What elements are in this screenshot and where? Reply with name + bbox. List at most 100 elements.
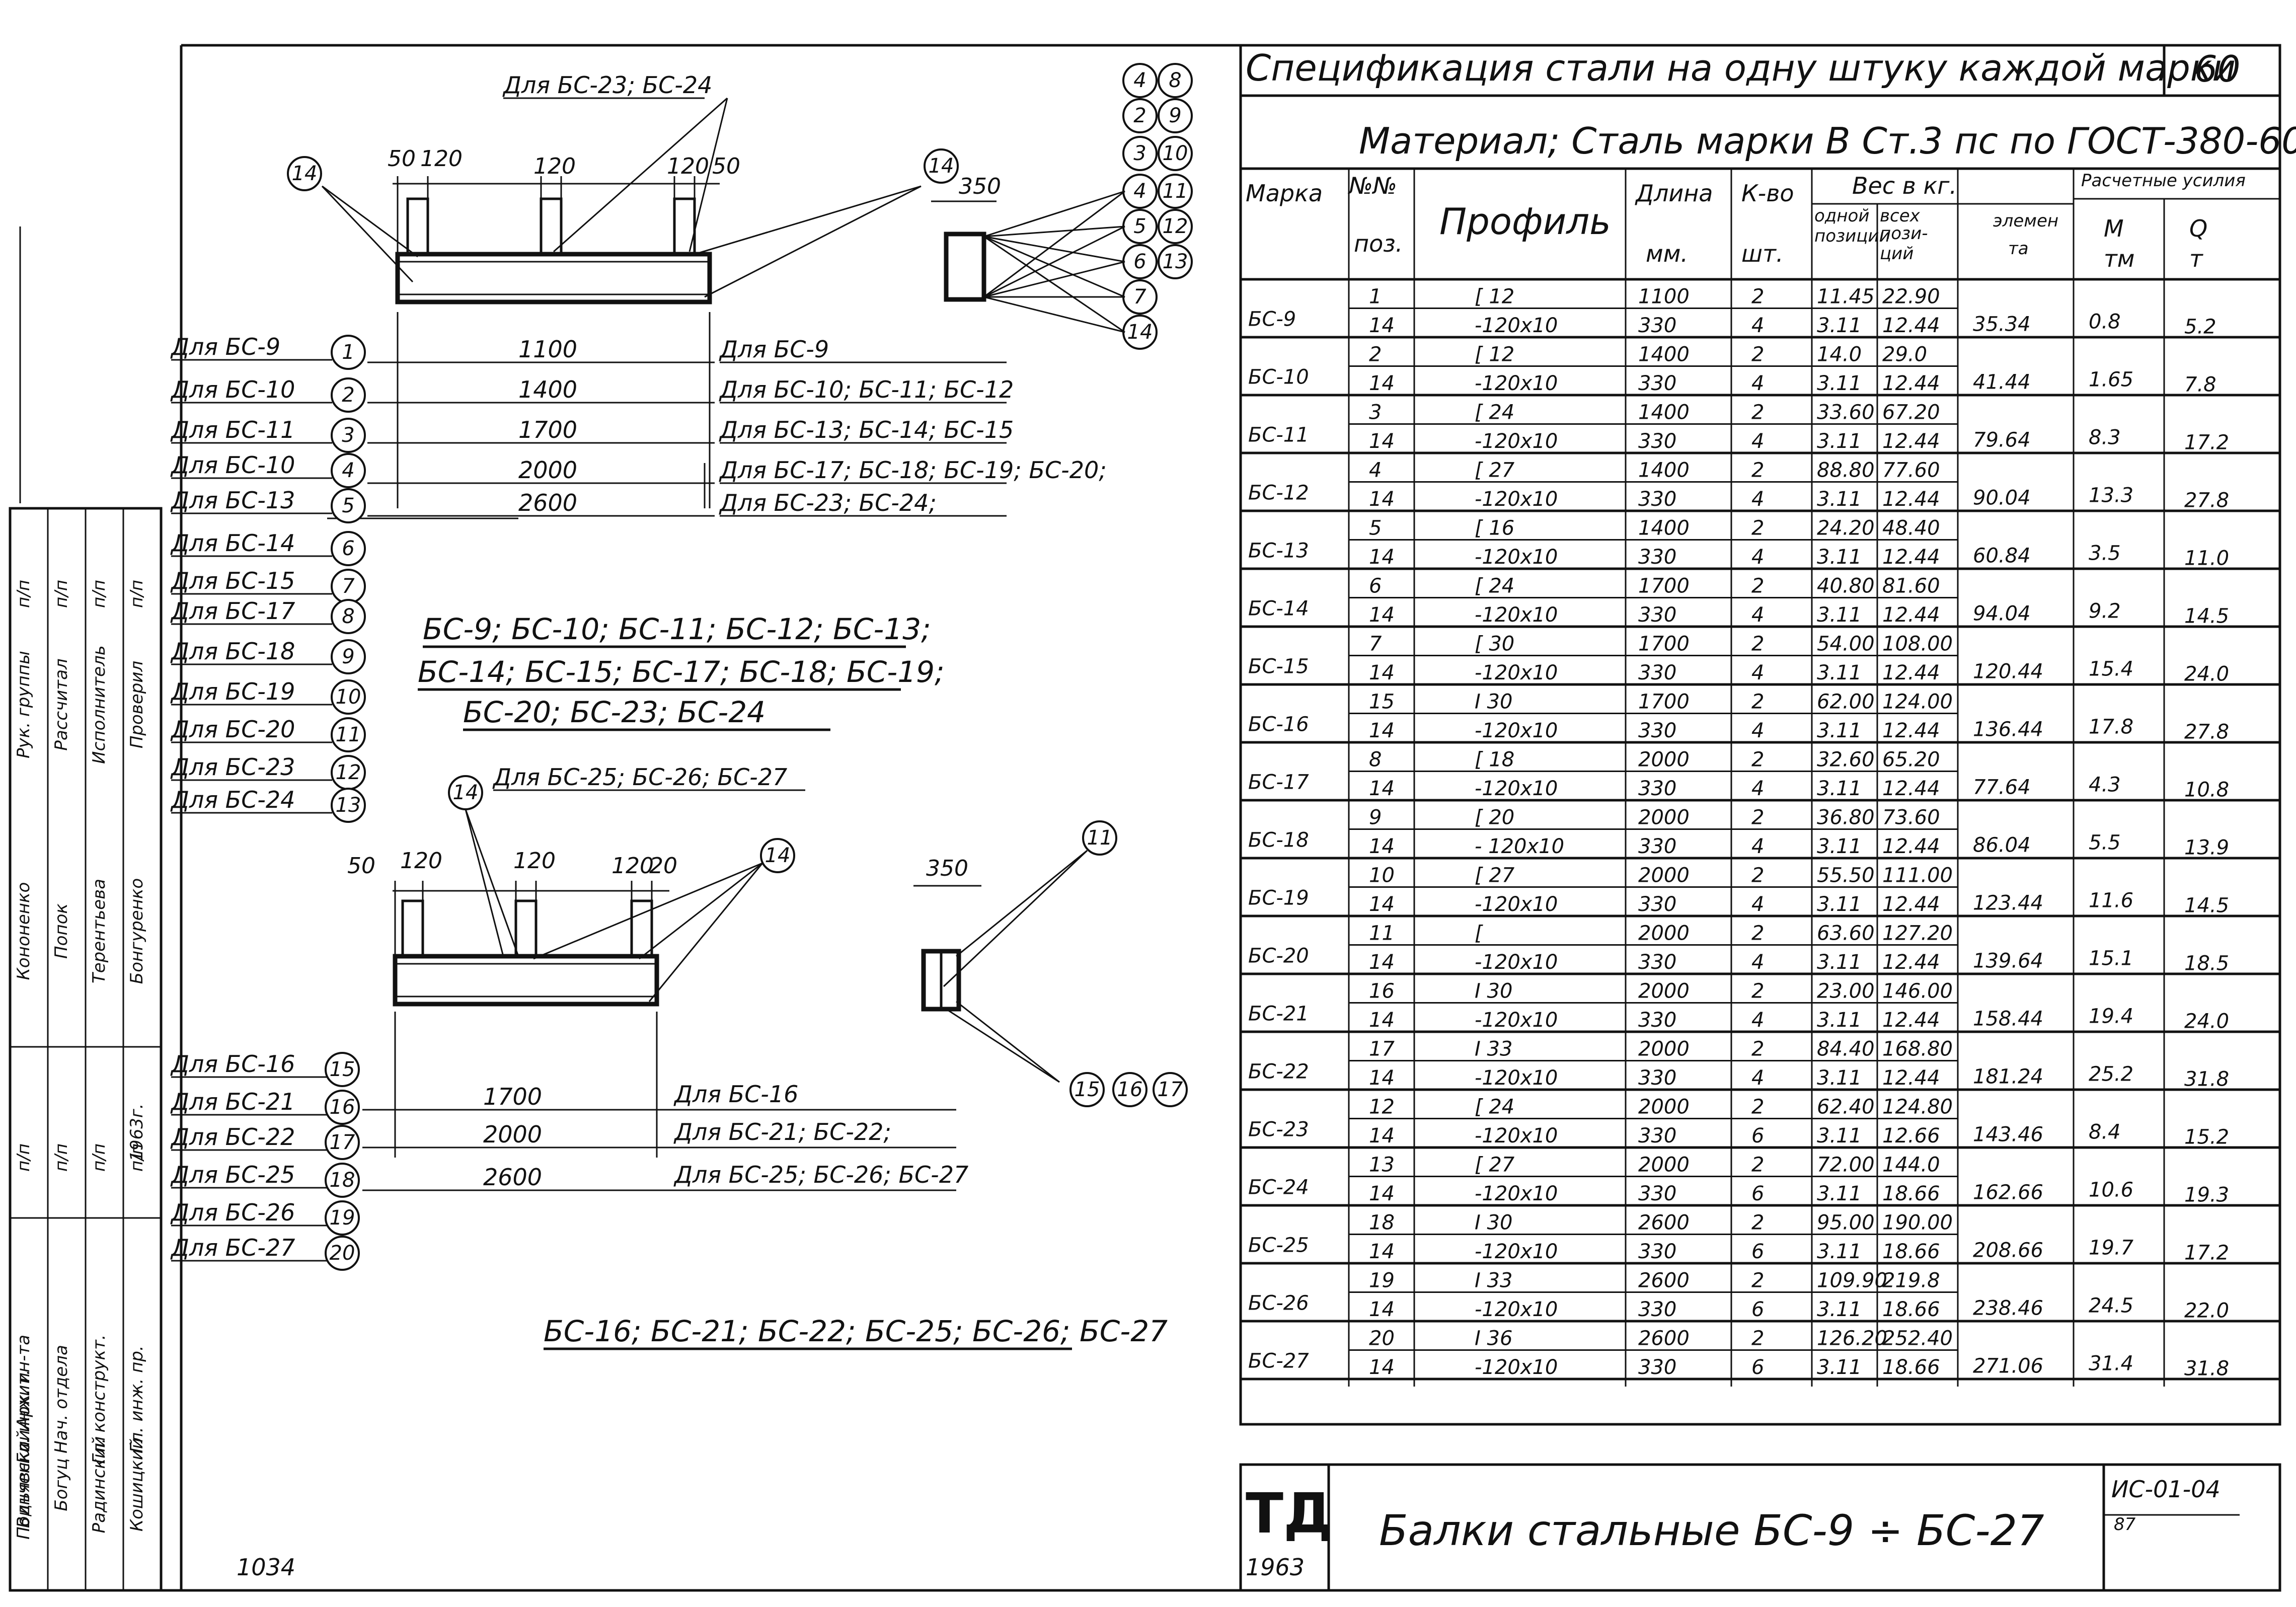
spec-qty: 2 — [1751, 459, 1764, 482]
hdr-q-1: Q — [2189, 215, 2207, 242]
position-circle-ring — [331, 599, 366, 634]
bottom-caption: БС-16; БС-21; БС-22; БС-25; БС-26; БС-27 — [544, 1314, 1168, 1350]
spec-one-weight: 3.11 — [1817, 1356, 1862, 1379]
spec-profile: [ 30 — [1475, 633, 1514, 656]
spec-moment: 19.7 — [2089, 1237, 2134, 1260]
position-circle: 8 — [1169, 69, 1181, 92]
caption-line-1: БС-9; БС-10; БС-11; БС-12; БС-13; — [423, 612, 931, 646]
spec-moment: 3.5 — [2089, 542, 2121, 565]
position-circle: 14 — [1127, 321, 1153, 344]
position-circle-ring — [924, 148, 959, 184]
logo-year: 1963 — [1246, 1554, 1305, 1581]
spec-length: 330 — [1638, 777, 1676, 800]
spec-qty: 2 — [1751, 691, 1764, 714]
position-circle: 13 — [336, 794, 361, 817]
material-line: Материал; Сталь марки В Ст.3 пс по ГОСТ-… — [1359, 120, 2296, 162]
stamp-sign: п/п — [127, 1143, 147, 1172]
spec-mark: БС-12 — [1248, 482, 1309, 505]
spec-all-weight: 18.66 — [1882, 1298, 1940, 1321]
spec-all-weight: 12.44 — [1882, 546, 1940, 569]
spec-mark: БС-19 — [1248, 887, 1309, 910]
spec-mark: БС-22 — [1248, 1060, 1309, 1084]
spec-profile: -120х10 — [1475, 1124, 1558, 1147]
spec-profile: -120х10 — [1475, 951, 1558, 974]
spec-length: 330 — [1638, 488, 1676, 511]
position-circle: 3 — [1133, 142, 1146, 165]
spec-shear: 27.8 — [2184, 721, 2229, 744]
spec-profile: -120х10 — [1475, 893, 1558, 916]
spec-one-weight: 3.11 — [1817, 314, 1862, 337]
spec-moment: 15.4 — [2089, 658, 2133, 681]
spec-one-weight: 33.60 — [1817, 401, 1875, 424]
circle-14: 14 — [453, 781, 479, 804]
stamp-name: Радинский — [89, 1436, 109, 1534]
spec-mark: БС-11 — [1248, 424, 1309, 447]
spec-pos: 14 — [1369, 893, 1395, 916]
spec-one-weight: 3.11 — [1817, 1066, 1862, 1090]
spec-length: 330 — [1638, 1356, 1676, 1379]
spec-element-weight: 123.44 — [1973, 892, 2043, 915]
spec-length: 330 — [1638, 1298, 1676, 1321]
position-circle: 6 — [342, 537, 354, 560]
position-circle: 17 — [330, 1131, 355, 1154]
spec-length: 330 — [1638, 1182, 1676, 1205]
position-circle: 15 — [330, 1058, 355, 1081]
spec-profile: [ 12 — [1475, 343, 1514, 366]
stamp-name: Терентьева — [89, 879, 109, 983]
position-circle-ring — [1122, 136, 1158, 171]
caption-line-3: БС-20; БС-23; БС-24 — [463, 695, 766, 729]
spec-qty: 4 — [1751, 372, 1764, 395]
stamp-sign: п/п — [89, 1143, 109, 1172]
spec-all-weight: 124.80 — [1882, 1096, 1953, 1119]
spec-one-weight: 14.0 — [1817, 343, 1862, 366]
position-circle: 1 — [342, 341, 354, 364]
spec-shear: 10.8 — [2184, 779, 2229, 802]
position-circle-ring — [325, 1163, 360, 1198]
spec-all-weight: 18.66 — [1882, 1182, 1940, 1205]
spec-one-weight: 88.80 — [1817, 459, 1875, 482]
hdr-forces: Расчетные усилия — [2081, 171, 2246, 191]
right-label: Для БС-16 — [673, 1081, 798, 1108]
spec-qty: 4 — [1751, 951, 1764, 974]
left-label: Для БС-24 — [170, 786, 295, 813]
spec-length: 330 — [1638, 1009, 1676, 1032]
spec-pos: 20 — [1369, 1327, 1395, 1350]
stamp-role: Архит. — [14, 1369, 34, 1430]
left-label: Для БС-10 — [170, 376, 295, 403]
spec-one-weight: 40.80 — [1817, 575, 1875, 598]
spec-length: 2000 — [1638, 1096, 1690, 1119]
spec-one-weight: 32.60 — [1817, 748, 1875, 772]
spec-all-weight: 108.00 — [1882, 633, 1953, 656]
spec-moment: 8.4 — [2089, 1121, 2121, 1144]
spec-one-weight: 126.20 — [1817, 1327, 1887, 1350]
length-value: 2600 — [483, 1164, 542, 1191]
spec-pos: 14 — [1369, 835, 1395, 858]
drawing-code: ИС-01-04 — [2111, 1476, 2221, 1503]
position-circle: 10 — [1163, 142, 1188, 165]
position-circle: 4 — [342, 459, 354, 482]
bottom-beam-drawing: 14 Для БС-25; БС-26; БС-27 14 50 120 120… — [347, 763, 1117, 1158]
position-circle-ring — [1158, 244, 1193, 279]
stamp-role: Рук. группы — [14, 651, 34, 758]
spec-element-weight: 41.44 — [1973, 371, 2031, 394]
position-circle-ring — [1112, 1072, 1147, 1107]
spec-moment: 15.1 — [2089, 947, 2133, 970]
length-value: 2000 — [483, 1121, 542, 1148]
spec-profile: -120х10 — [1475, 546, 1558, 569]
hdr-profile: Профиль — [1439, 200, 1611, 243]
spec-length: 1700 — [1638, 575, 1690, 598]
position-circle: 12 — [1163, 215, 1188, 238]
left-label: Для БС-16 — [170, 1050, 295, 1078]
spec-pos: 5 — [1369, 517, 1382, 540]
spec-moment: 10.6 — [2089, 1179, 2133, 1202]
spec-pos: 12 — [1369, 1096, 1395, 1119]
spec-moment: 24.5 — [2089, 1294, 2133, 1318]
position-circle: 12 — [336, 761, 361, 784]
spec-qty: 2 — [1751, 1096, 1764, 1119]
